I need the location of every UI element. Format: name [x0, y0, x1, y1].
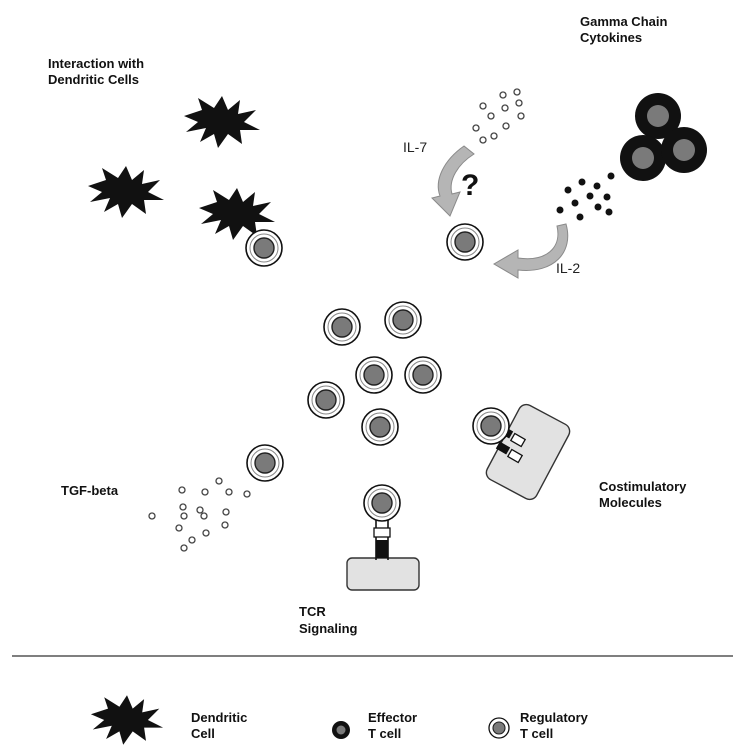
dendritic-cell-2	[88, 166, 164, 218]
regulatory-t-cell-center-3	[355, 356, 393, 394]
il2-label: IL-2	[556, 260, 580, 276]
tcr-receptor	[373, 517, 391, 560]
tgf-beta-dots	[148, 477, 251, 552]
il2-cytokine-dots	[556, 172, 615, 221]
regulatory-t-cell-dc	[245, 229, 283, 267]
tcr-label-line2: Signaling	[299, 621, 358, 636]
legend-effector-line1: Effector	[368, 710, 417, 725]
regulatory-t-cell-center-6	[361, 408, 399, 446]
gamma-label-line1: Gamma Chain	[580, 14, 667, 29]
question-mark: ?	[461, 169, 479, 202]
legend-dendritic-line2: Cell	[191, 726, 215, 741]
legend-dendritic-cell-icon	[90, 695, 164, 745]
legend-effector-t-cell-icon	[332, 721, 350, 739]
effector-t-cell-3	[661, 127, 707, 173]
gamma-label-line2: Cytokines	[580, 30, 642, 45]
dendritic-cell-1	[184, 96, 260, 148]
regulatory-t-cell-center-2	[384, 301, 422, 339]
tcr-apc-surface	[346, 557, 420, 591]
il7-label: IL-7	[403, 139, 427, 155]
il7-cytokine-dots	[472, 88, 525, 144]
regulatory-t-cell-center-1	[323, 308, 361, 346]
regulatory-t-cell-tgf	[246, 444, 284, 482]
tgf-label: TGF-beta	[61, 483, 119, 498]
legend-effector-line2: T cell	[368, 726, 401, 741]
tcr-label-line1: TCR	[299, 604, 326, 619]
legend-regulatory-line2: T cell	[520, 726, 553, 741]
costim-label-line2: Molecules	[599, 495, 662, 510]
legend-regulatory-t-cell-icon	[488, 717, 510, 739]
il2-arrow	[493, 223, 569, 279]
interaction-label-line2: Dendritic Cells	[48, 72, 139, 87]
interaction-label-line1: Interaction with	[48, 56, 144, 71]
legend-dendritic-line1: Dendritic	[191, 710, 247, 725]
costim-label-line1: Costimulatory	[599, 479, 687, 494]
effector-t-cell-2	[620, 135, 666, 181]
regulatory-t-cell-center-4	[404, 356, 442, 394]
regulatory-t-cell-costim	[472, 407, 510, 445]
regulatory-t-cell-tcr	[363, 484, 401, 522]
il7-arrow	[431, 145, 475, 217]
effector-t-cell-1	[635, 93, 681, 139]
legend-regulatory-line1: Regulatory	[520, 710, 589, 725]
regulatory-t-cell-cytokine	[446, 223, 484, 261]
regulatory-t-cell-center-5	[307, 381, 345, 419]
